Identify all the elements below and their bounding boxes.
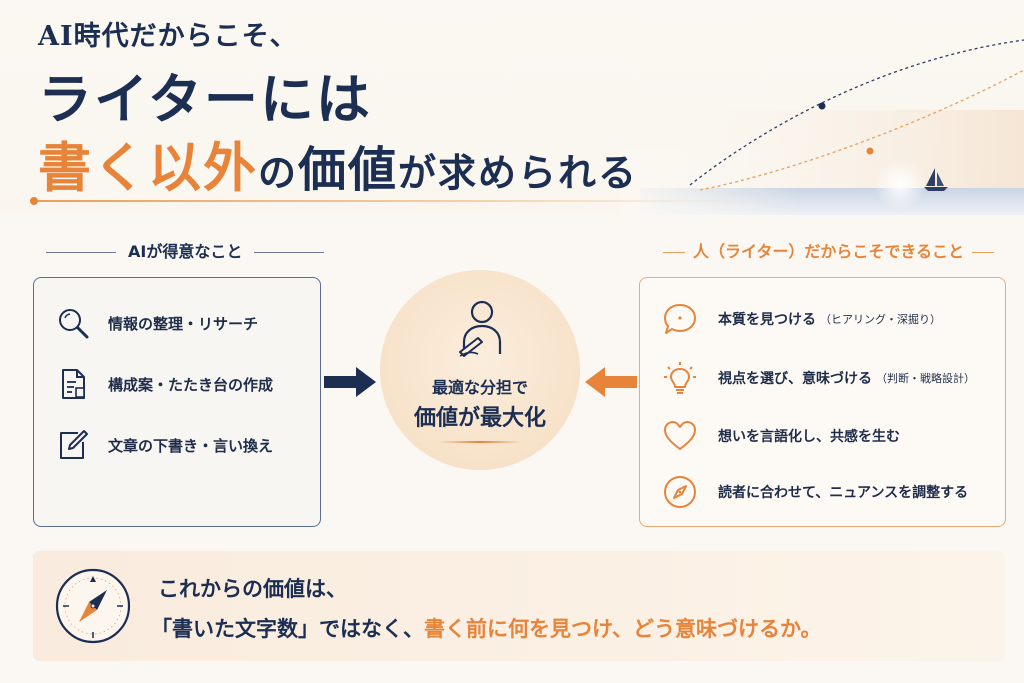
human-item-note: （判断・戦略設計） <box>876 372 975 385</box>
ai-strengths-card: 情報の整理・リサーチ 構成案・たたき台の作成 文章の下書き・言い換え <box>33 277 321 527</box>
human-section-label: 人（ライター）だからこそできること <box>655 238 1002 262</box>
conclusion-banner: これからの価値は、 「書いた文字数」ではなく、書く前に何を見つけ、どう意味づける… <box>33 551 1005 661</box>
human-section-label-text: 人（ライター）だからこそできること <box>692 242 964 261</box>
human-item-label: 本質を見つける <box>718 312 816 328</box>
ai-item: 文章の下書き・言い換え <box>56 428 273 462</box>
sailboat-icon <box>924 168 948 191</box>
hero-title-line3: 書く以外の価値が求められる <box>38 126 638 202</box>
human-item-label: 読者に合わせて、ニュアンスを調整する <box>718 485 969 501</box>
hero-divider <box>30 197 734 205</box>
ai-section-label: AIが得意なこと <box>34 238 336 262</box>
human-item: 想いを言語化し、共感を生む <box>662 418 900 454</box>
center-summary: 最適な分担で 価値が最大化 <box>380 270 580 470</box>
banner-line2: 「書いた文字数」ではなく、書く前に何を見つけ、どう意味づけるか。 <box>151 613 822 643</box>
label-rule <box>972 252 994 253</box>
writer-icon <box>459 300 502 357</box>
label-rule <box>662 252 685 253</box>
compass-icon <box>55 568 131 644</box>
ai-section-label-text: AIが得意なこと <box>128 242 243 261</box>
hero-title-line2: ライターには <box>38 67 372 131</box>
human-item: 視点を選び、意味づける （判断・戦略設計） <box>662 360 975 396</box>
banner-line2-navy: 「書いた文字数」ではなく、 <box>151 616 424 641</box>
human-item-label: 想いを言語化し、共感を生む <box>718 429 900 445</box>
hero-highlight: 書く以外 <box>38 137 258 199</box>
hero-header: AI時代だからこそ、 ライターには 書く以外の価値が求められる <box>0 0 1024 215</box>
center-divider <box>438 441 522 443</box>
lightbulb-icon <box>664 362 696 394</box>
banner-line2-orange: 書く前に何を見つけ、どう意味づけるか。 <box>424 616 822 641</box>
human-item: 本質を見つける （ヒアリング・深掘り） <box>662 301 941 337</box>
hero-rest: が求められる <box>398 150 639 195</box>
hero-value-word: 価値 <box>298 142 399 198</box>
heart-icon <box>664 421 696 450</box>
hero-kicker: AI時代だからこそ、 <box>38 21 298 52</box>
ai-item-label: 文章の下書き・言い換え <box>108 436 274 455</box>
pencil-edit-icon <box>60 430 88 459</box>
ai-item: 構成案・たたき台の作成 <box>56 367 273 401</box>
human-item-note: （ヒアリング・深掘り） <box>820 313 941 326</box>
banner-line1: これからの価値は、 <box>158 576 347 601</box>
hero-particle: の <box>258 150 299 195</box>
search-icon <box>59 309 89 339</box>
arrow-right-icon <box>324 367 376 397</box>
center-line1: 最適な分担で <box>431 378 528 397</box>
label-rule <box>254 252 325 253</box>
center-line2: 価値が最大化 <box>413 405 546 431</box>
ai-item-label: 構成案・たたき台の作成 <box>108 375 274 394</box>
ai-item-label: 情報の整理・リサーチ <box>108 314 259 333</box>
compass-icon <box>664 476 696 508</box>
speech-bubble-icon <box>664 304 696 334</box>
human-strengths-card: 本質を見つける（ヒアリング・深掘り） 視点を選び、意味づける（判断・戦略設計） … <box>639 277 1006 527</box>
ai-item: 情報の整理・リサーチ <box>56 306 258 340</box>
label-rule <box>46 252 116 253</box>
sea-illustration <box>620 39 1024 215</box>
human-item: 読者に合わせて、ニュアンスを調整する <box>662 474 968 510</box>
human-item-label: 視点を選び、意味づける <box>718 371 872 387</box>
document-icon <box>62 369 85 399</box>
arrow-left-icon <box>585 367 637 397</box>
